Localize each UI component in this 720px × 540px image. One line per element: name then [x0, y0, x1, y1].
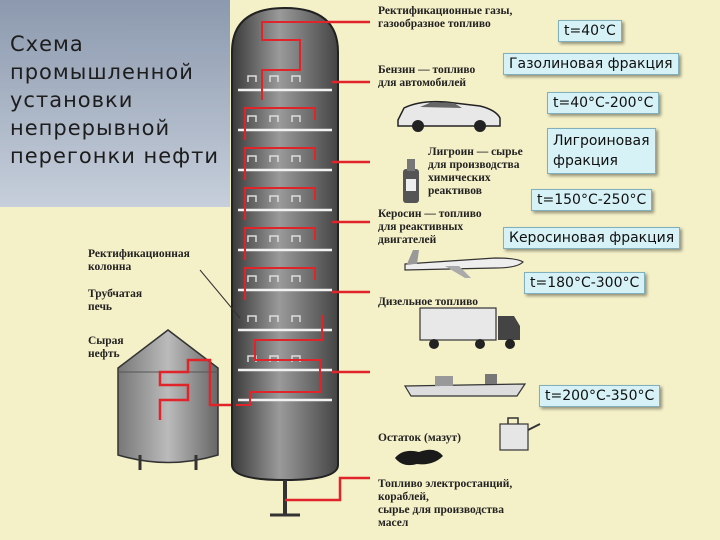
- temp-tag-40-200: t=40°C-200°C: [547, 92, 660, 114]
- title-line: Схема: [10, 32, 84, 56]
- title-panel: Схема промышленной установки непрерывной…: [0, 0, 230, 207]
- title-line: перегонки нефти: [10, 144, 220, 168]
- outlet-pipes: [285, 20, 370, 502]
- distillation-column: [231, 6, 339, 517]
- furnace-coil: [158, 358, 232, 420]
- temp-tag-200-350: t=200°C-350°C: [539, 385, 661, 407]
- title-line: промышленной: [10, 60, 194, 84]
- truck-icon: [419, 307, 520, 349]
- fraction-tag-gasoline: Газолиновая фракция: [503, 53, 679, 75]
- temp-tag-150-250: t=150°C-250°C: [531, 189, 653, 211]
- product-label-diesel: Дизельное топливо: [378, 296, 478, 308]
- product-label-fuel-oil-uses: Топливо электростанций,кораблей, сырье д…: [378, 478, 513, 529]
- ship-icon: [403, 374, 527, 397]
- title-line: непрерывной: [10, 116, 171, 140]
- column-trays: [238, 88, 332, 402]
- product-label-residue: Остаток (мазут): [378, 432, 461, 444]
- bottle-icon: [403, 159, 419, 203]
- oil-spill-icon: [395, 449, 443, 466]
- product-label-gases: Ректификационные газы,газообразное топли…: [378, 5, 513, 30]
- column-pointer: [199, 269, 241, 319]
- temp-tag-180-300: t=180°C-300°C: [524, 272, 646, 294]
- car-icon: [397, 100, 501, 132]
- bubble-caps: [247, 75, 301, 362]
- oil-can-icon: [499, 417, 541, 451]
- internal-flow-lines: [236, 21, 328, 406]
- title-line: установки: [10, 88, 134, 112]
- tube-furnace: [117, 329, 219, 470]
- fraction-tag-kerosene: Керосиновая фракция: [503, 227, 681, 249]
- airplane-icon: [404, 250, 524, 278]
- temp-tag-40: t=40°C: [558, 20, 622, 42]
